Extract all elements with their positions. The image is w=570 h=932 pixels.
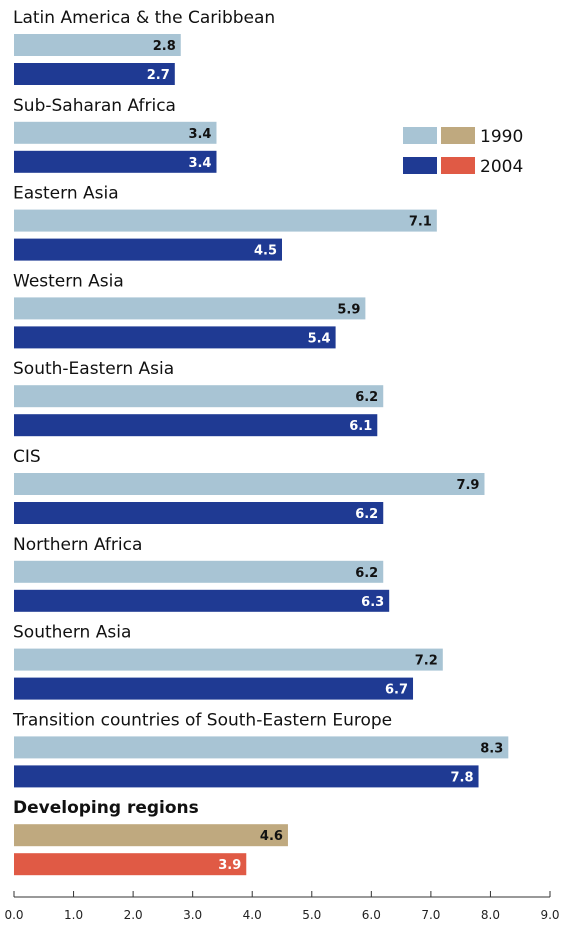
legend-swatch-1990-developing [441,127,475,144]
bar-1990 [14,297,366,320]
category-label: Southern Asia [13,623,131,643]
value-label-1990: 3.4 [188,127,211,142]
legend-label-1990: 1990 [480,127,523,147]
bar-2004 [14,326,336,349]
category-label: South-Eastern Asia [13,359,174,379]
bars-layer: Latin America & the Caribbean 2.8 2.7Sub-S… [12,8,509,876]
category-label: Developing regions [13,798,199,818]
x-tick-label: 1.0 [64,908,83,922]
category-label: Eastern Asia [13,184,119,204]
bar-1990 [14,209,437,232]
category-label: Western Asia [13,271,124,291]
value-label-1990: 6.2 [355,390,378,405]
value-label-1990: 8.3 [480,741,503,756]
value-label-2004: 4.5 [254,244,277,259]
value-label-2004: 7.8 [451,770,474,785]
bar-2004 [14,853,247,876]
bar-1990 [14,648,443,671]
value-label-2004: 3.4 [188,156,211,171]
bar-2004 [14,238,282,261]
value-label-1990: 7.9 [456,478,479,493]
bar-1990 [14,34,181,56]
x-tick-label: 2.0 [124,908,143,922]
category-label: CIS [13,447,41,467]
bar-2004 [14,150,217,173]
x-tick-label: 5.0 [302,908,321,922]
legend-label-2004: 2004 [480,157,523,177]
value-label-1990: 4.6 [260,829,283,844]
value-label-2004: 5.4 [308,331,331,346]
x-tick-label: 7.0 [421,908,440,922]
category-label: Sub-Saharan Africa [13,96,176,116]
bar-1990 [14,385,384,408]
bar-1990 [14,560,384,583]
x-tick-label: 6.0 [362,908,381,922]
bar-1990 [14,736,509,759]
bar-1990 [14,121,217,144]
bar-1990 [14,473,485,495]
value-label-2004: 2.7 [147,68,170,83]
value-label-1990: 5.9 [337,302,360,317]
x-tick-label: 9.0 [540,908,559,922]
value-label-2004: 6.2 [355,507,378,522]
value-label-1990: 7.2 [415,654,438,669]
legend: 1990 2004 [403,127,523,177]
legend-swatch-1990-region [403,127,437,144]
bar-2004 [14,589,390,612]
bar-2004 [14,63,175,85]
value-label-2004: 3.9 [218,858,241,873]
x-tick-label: 0.0 [4,908,23,922]
category-label: Northern Africa [13,535,142,555]
value-label-1990: 6.2 [355,566,378,581]
bar-1990 [14,824,288,847]
x-tick-label: 4.0 [243,908,262,922]
category-label: Transition countries of South-Eastern Eu… [12,710,392,730]
value-label-2004: 6.1 [349,419,372,434]
x-axis: 0.0 1.0 2.0 3.0 4.0 5.0 6.0 7.0 8.0 9.0 [4,891,560,922]
value-label-2004: 6.3 [361,595,384,610]
value-label-2004: 6.7 [385,683,408,698]
x-tick-label: 8.0 [481,908,500,922]
legend-swatch-2004-region [403,157,437,174]
legend-swatch-2004-developing [441,157,475,174]
bar-2004 [14,502,384,524]
bar-2004 [14,765,479,788]
value-label-1990: 7.1 [409,215,432,230]
bar-2004 [14,677,414,700]
x-tick-label: 3.0 [183,908,202,922]
bar-2004 [14,414,378,437]
category-label: Latin America & the Caribbean [13,8,275,28]
value-label-1990: 2.8 [153,39,176,54]
